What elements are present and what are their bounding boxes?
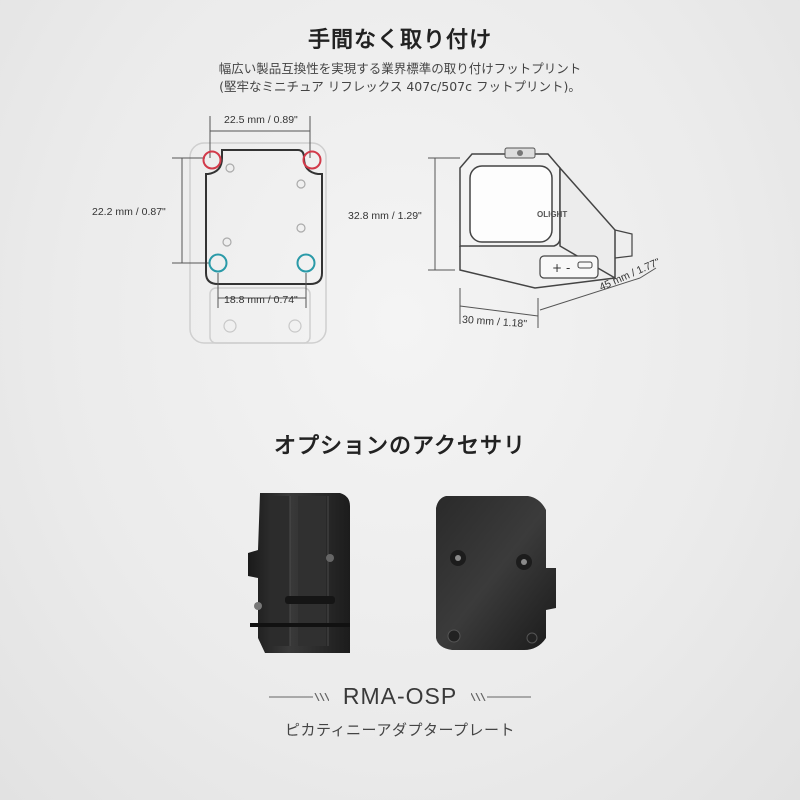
footprint-top-width: 22.5 mm / 0.89" xyxy=(224,114,298,126)
adapter-top-image xyxy=(436,496,556,650)
subtitle-line-2: (堅牢なミニチュア リフレックス 407c/507c フットプリント)。 xyxy=(219,79,581,94)
left-ornament-icon xyxy=(268,692,329,701)
sight-brand-logo: OLIGHT xyxy=(537,210,568,219)
model-name: RMA-OSP xyxy=(342,683,458,709)
svg-text:+: + xyxy=(552,261,562,275)
footprint-diagram xyxy=(172,116,327,344)
accessory-caption: ピカティニーアダプタープレート xyxy=(284,721,516,739)
footprint-bottom-width: 18.8 mm / 0.74" xyxy=(224,294,298,306)
subtitle-line-1: 幅広い製品互換性を実現する業界標準の取り付けフットプリント xyxy=(218,61,582,76)
right-ornament-icon xyxy=(471,692,532,701)
adapter-side-image xyxy=(248,493,350,653)
footprint-side-height: 22.2 mm / 0.87" xyxy=(92,206,166,218)
sight-height: 32.8 mm / 1.29" xyxy=(348,210,422,222)
model-row: RMA-OSP xyxy=(0,683,800,710)
accessories-title: オプションのアクセサリ xyxy=(274,434,526,459)
page-title: 手間なく取り付け xyxy=(307,28,492,53)
sight-diagram: + - xyxy=(428,147,657,328)
svg-text:-: - xyxy=(566,261,570,275)
